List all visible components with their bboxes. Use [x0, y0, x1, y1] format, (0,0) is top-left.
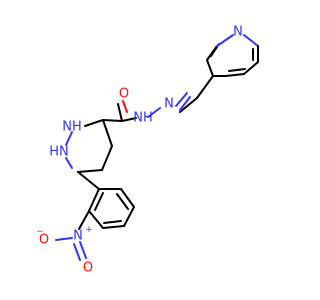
- amide-fragment: [102, 100, 137, 122]
- pyrazolidine-ring: [65, 119, 113, 173]
- pyridine-ring: [206, 34, 259, 77]
- amide-oxygen-label: O: [119, 87, 129, 102]
- molecule-structure: O NH N N NH HN N + O − O: [36, 25, 259, 276]
- pyridine-n-label: N: [233, 25, 243, 40]
- hydrazone-n-label: N: [164, 97, 174, 112]
- nitro-o-single-label: O: [39, 233, 49, 248]
- nitro-o-minus-label: −: [36, 227, 44, 237]
- nitro-o-double-label: O: [83, 261, 93, 276]
- pyrazolidine-nh-bottom-label: HN: [49, 145, 69, 160]
- pyrazolidine-nh-top-label: NH: [62, 120, 82, 135]
- nitrophenyl-ring: [77, 171, 135, 230]
- nitro-n-label: N: [73, 229, 83, 244]
- nitro-n-plus-label: +: [85, 225, 93, 235]
- hydrazide-nh-label: NH: [133, 111, 153, 126]
- atom-labels: O NH N N NH HN N + O − O: [36, 25, 243, 276]
- nitro-group: [55, 237, 87, 261]
- hydrazone-fragment: [147, 75, 214, 118]
